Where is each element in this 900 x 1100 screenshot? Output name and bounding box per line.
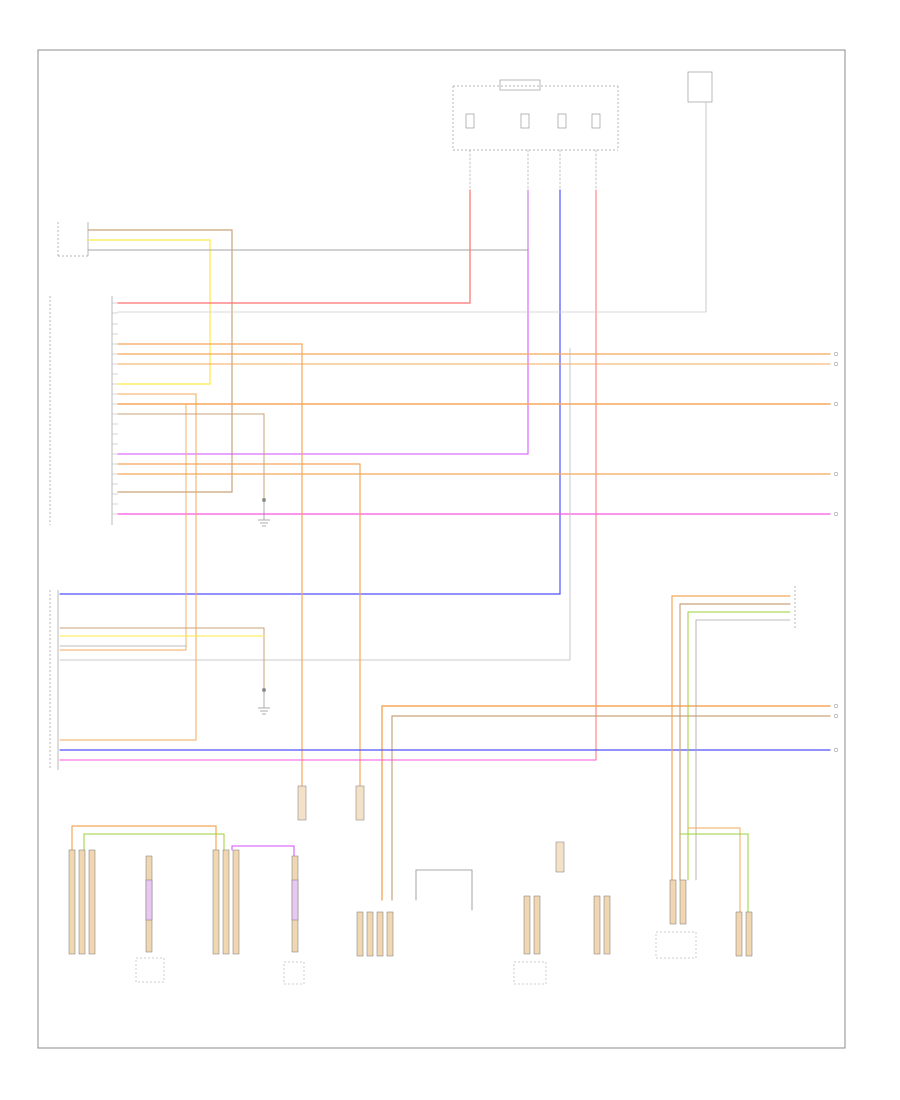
- wire-drop-orange-c: [59, 393, 197, 741]
- wire-bc-box: [415, 869, 473, 911]
- wire-fuse-red-long: [59, 189, 597, 761]
- wire-bus-gray: [59, 347, 571, 661]
- wire-sensor-orange: [671, 595, 791, 881]
- right-terminals: [833, 351, 839, 753]
- inline-connectors: [297, 785, 565, 873]
- fuse-relay-block: [452, 71, 713, 312]
- wire-sensor-green-2: [679, 833, 749, 913]
- wire-drop-orange-a: [117, 343, 303, 801]
- wire-bl-green: [83, 833, 225, 851]
- wire-sensor-green: [687, 611, 791, 881]
- wire-fuse-violet: [117, 189, 529, 455]
- wire-drop-olive-2: [59, 627, 265, 691]
- wire-fuse-red: [117, 189, 471, 304]
- wire-drop-olive: [117, 413, 265, 501]
- wire-bl-orange: [71, 825, 217, 851]
- wire-sensor-gray: [695, 619, 791, 881]
- wire-fuse-blue: [59, 189, 561, 595]
- diagram-frame: [37, 49, 846, 1049]
- wire-drop-orange-d: [59, 403, 187, 651]
- bottom-connectors: [68, 849, 753, 985]
- wire-low-tan: [391, 715, 831, 901]
- body-can-module-block: [49, 590, 59, 770]
- wire-low-orange-1: [381, 705, 831, 901]
- ground-symbols: [258, 498, 270, 715]
- gateway-pin-ticks: [112, 302, 118, 515]
- wire-cluster-tan: [87, 229, 233, 493]
- wire-bl-violet: [231, 845, 295, 861]
- wire-drop-orange-b: [117, 463, 361, 801]
- gateway-module-block: [49, 296, 113, 525]
- instrument-cluster-block: [57, 222, 89, 257]
- wire-sensor-orange-2: [687, 827, 741, 913]
- wire-network: [59, 149, 831, 913]
- wire-sensor-tan: [679, 603, 791, 881]
